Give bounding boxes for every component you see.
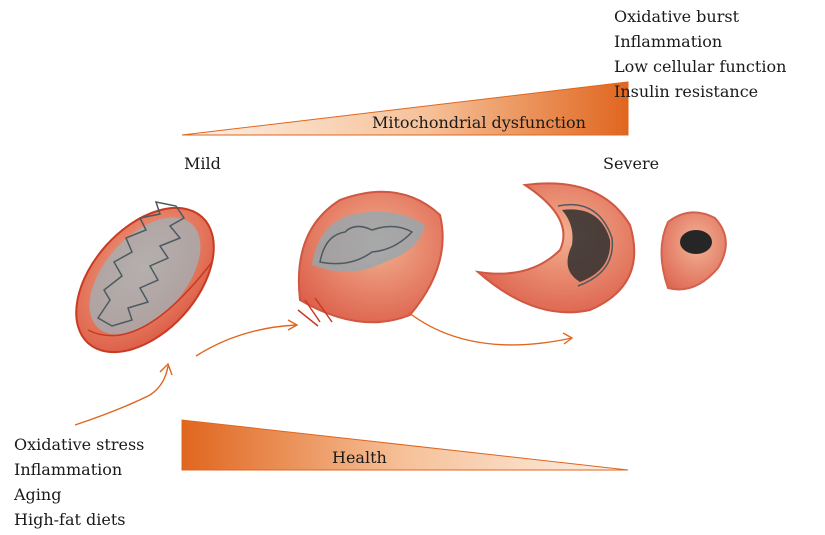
mitochondrion-healthy bbox=[49, 182, 240, 378]
mitochondrion-small bbox=[662, 212, 726, 289]
mitochondrion-mild bbox=[298, 192, 443, 326]
top-factors-list: Oxidative burst Inflammation Low cellula… bbox=[614, 4, 786, 104]
bottom-factors-list: Oxidative stress Inflammation Aging High… bbox=[14, 432, 144, 532]
severe-label: Severe bbox=[603, 156, 659, 172]
mild-label: Mild bbox=[184, 156, 221, 172]
bottom-factor: High-fat diets bbox=[14, 507, 144, 532]
top-factor: Low cellular function bbox=[614, 54, 786, 79]
mitochondrion-crescent bbox=[478, 183, 634, 312]
bottom-factor: Inflammation bbox=[14, 457, 144, 482]
bottom-factor: Oxidative stress bbox=[14, 432, 144, 457]
health-wedge bbox=[182, 420, 628, 470]
mitochondrial-dysfunction-label: Mitochondrial dysfunction bbox=[372, 115, 586, 131]
health-label: Health bbox=[332, 450, 387, 466]
top-factor: Insulin resistance bbox=[614, 79, 786, 104]
top-factor: Inflammation bbox=[614, 29, 786, 54]
bottom-factor: Aging bbox=[14, 482, 144, 507]
top-factor: Oxidative burst bbox=[614, 4, 786, 29]
